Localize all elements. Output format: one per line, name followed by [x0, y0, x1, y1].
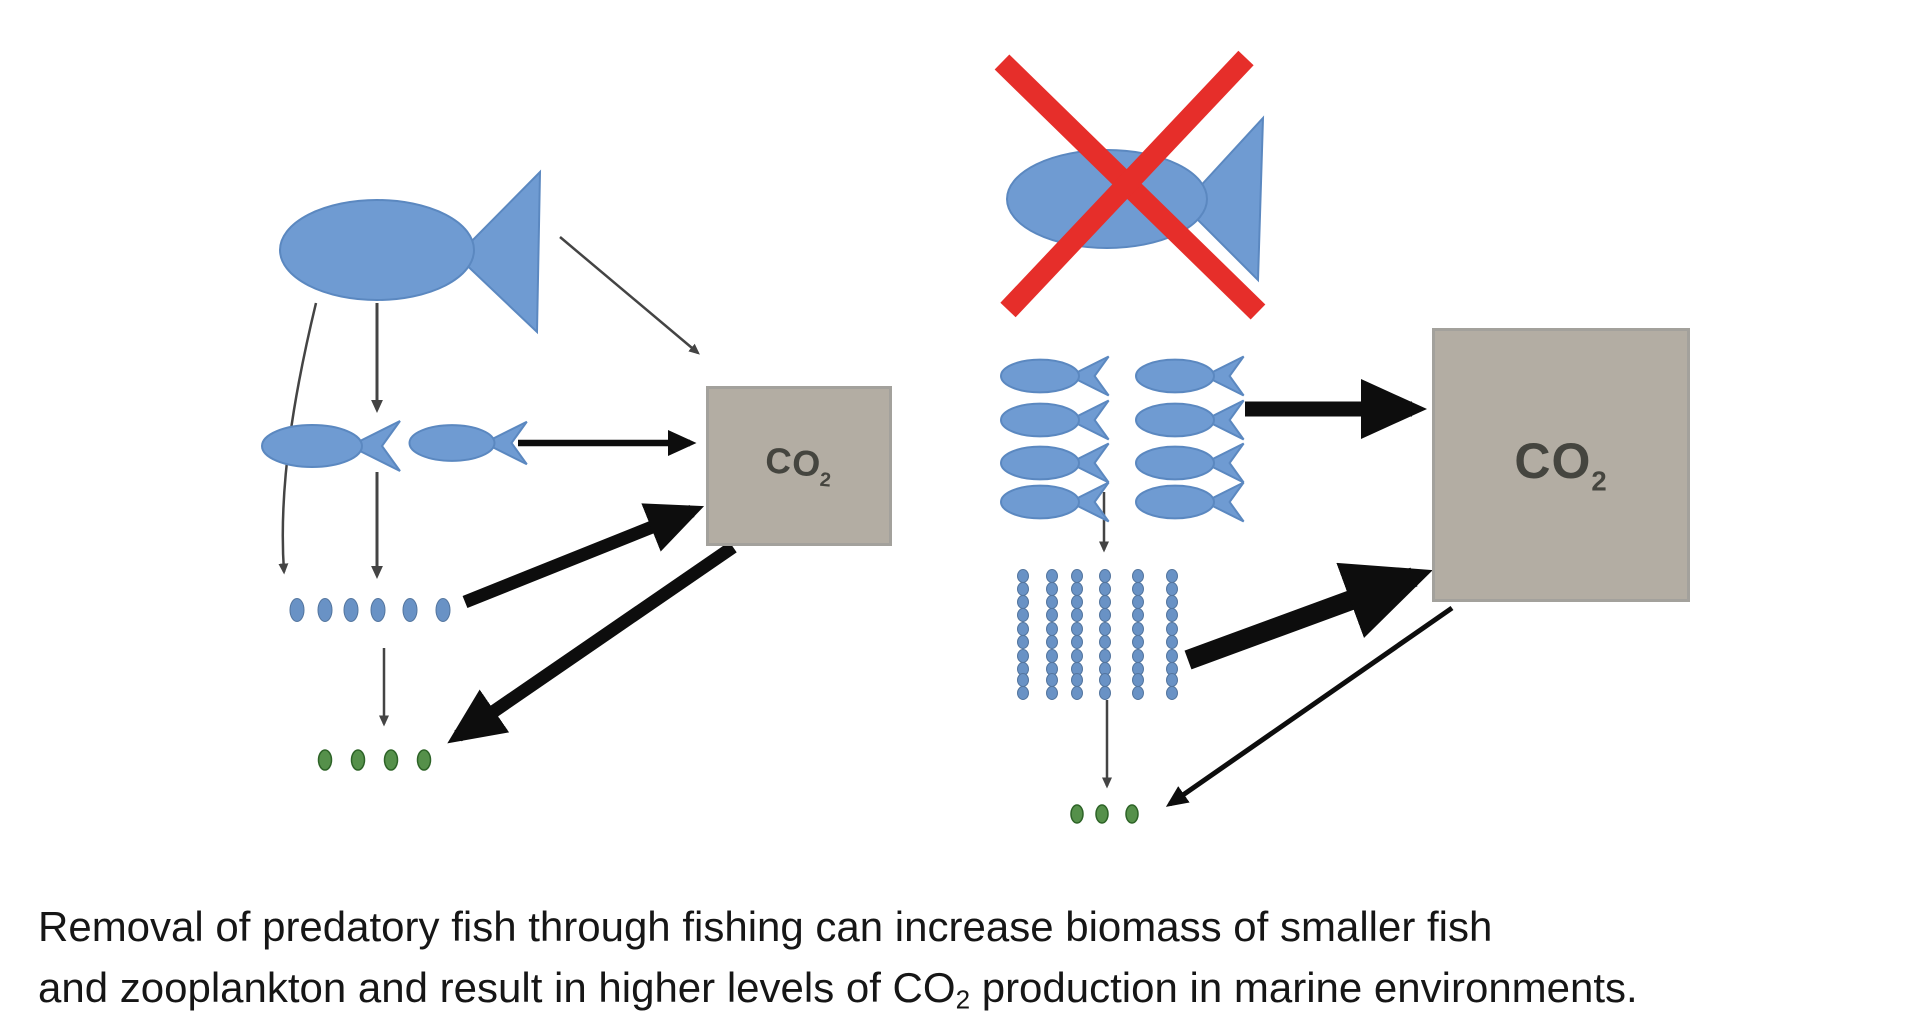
zooplankton-icon [1071, 569, 1083, 596]
zooplankton-icon [1017, 622, 1029, 649]
phytoplankton-icon [350, 749, 366, 771]
zooplankton-icon [1071, 595, 1083, 622]
zooplankton-icon [1017, 649, 1029, 676]
zooplankton-icon [435, 598, 451, 622]
caption-line-2: and zooplankton and result in higher lev… [38, 964, 1638, 1015]
zooplankton-icon [1046, 673, 1058, 700]
arrow-co2-to-phytoplankton [447, 541, 737, 744]
co2-label-right: CO2 [1514, 433, 1608, 497]
zooplankton-icon [1017, 595, 1029, 622]
zooplankton-icon [1166, 673, 1178, 700]
zooplankton-icon [402, 598, 418, 622]
co2-label-left: CO2 [763, 439, 833, 492]
zooplankton-icon [1046, 649, 1058, 676]
small-fish-icon [1000, 399, 1110, 441]
phytoplankton-icon [1095, 804, 1109, 824]
predatory-fish-icon [279, 169, 542, 335]
zooplankton-icon [1099, 673, 1111, 700]
zooplankton-icon [1132, 569, 1144, 596]
arrow-zooplankton-to-co2 [462, 503, 705, 609]
zooplankton-icon [1099, 622, 1111, 649]
caption-line-1: Removal of predatory fish through fishin… [38, 903, 1493, 950]
co2-box-right: CO2 [1432, 328, 1690, 602]
zooplankton-icon [1166, 622, 1178, 649]
zooplankton-icon [317, 598, 333, 622]
small-fish-icon [1135, 355, 1245, 397]
zooplankton-icon [1046, 622, 1058, 649]
zooplankton-icon [1046, 595, 1058, 622]
small-fish-icon [1000, 481, 1110, 523]
zooplankton-icon [370, 598, 386, 622]
caption: Removal of predatory fish through fishin… [38, 896, 1638, 1031]
zooplankton-icon [343, 598, 359, 622]
zooplankton-icon [1071, 649, 1083, 676]
zooplankton-icon [1166, 649, 1178, 676]
arrow-zooplankton-to-co2-right [1184, 562, 1433, 670]
zooplankton-icon [1017, 673, 1029, 700]
zooplankton-icon [1132, 649, 1144, 676]
zooplankton-icon [1017, 569, 1029, 596]
zooplankton-icon [1071, 622, 1083, 649]
zooplankton-icon [1099, 569, 1111, 596]
phytoplankton-icon [317, 749, 333, 771]
zooplankton-icon [289, 598, 305, 622]
zooplankton-icon [1046, 569, 1058, 596]
zooplankton-icon [1099, 595, 1111, 622]
small-fish-icon [1135, 399, 1245, 441]
co2-box-left: CO2 [706, 386, 892, 546]
small-fish-icon [1000, 442, 1110, 484]
zooplankton-icon [1099, 649, 1111, 676]
small-fish-icon [1135, 442, 1245, 484]
phytoplankton-icon [416, 749, 432, 771]
phytoplankton-icon [1125, 804, 1139, 824]
food-web-diagram [261, 50, 1454, 824]
zooplankton-icon [1132, 595, 1144, 622]
phytoplankton-icon [1070, 804, 1084, 824]
zooplankton-icon [1166, 595, 1178, 622]
small-fish-icon [1135, 481, 1245, 523]
small-fish-icon [1000, 355, 1110, 397]
removal-cross-icon [994, 50, 1266, 320]
zooplankton-icon [1166, 569, 1178, 596]
phytoplankton-icon [383, 749, 399, 771]
zooplankton-icon [1132, 673, 1144, 700]
small-fish-icon [408, 420, 528, 466]
arrow-co2-to-phytoplankton-right [1165, 605, 1454, 807]
zooplankton-icon [1132, 622, 1144, 649]
zooplankton-icon [1071, 673, 1083, 700]
arrow-predator-to-co2 [559, 236, 700, 355]
small-fish-icon [261, 420, 401, 472]
